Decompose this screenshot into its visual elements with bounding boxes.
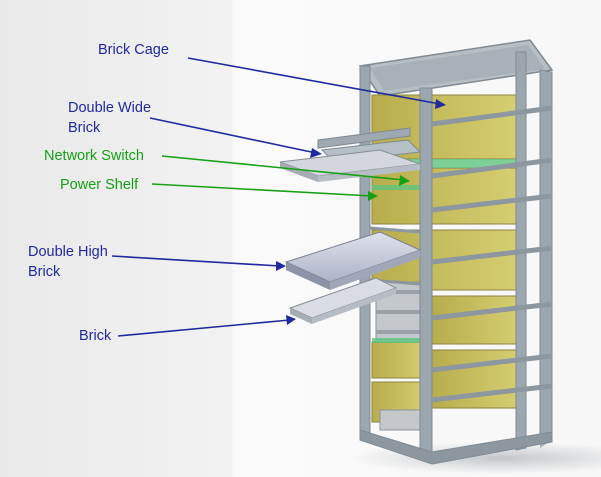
rack-top-vent: [370, 45, 545, 91]
network-switch-slot: [372, 159, 522, 168]
label-double-wide-brick-line2: Brick: [68, 120, 101, 136]
power-shelf-slot: [372, 185, 428, 190]
network-switch-tray: [279, 149, 421, 182]
label-brick: Brick: [79, 328, 112, 344]
leader-lines: [111, 57, 446, 337]
label-double-high-brick-line1: Double High: [28, 244, 108, 260]
brick-tray: [288, 277, 398, 324]
lower-green-slot: [372, 338, 428, 343]
rack-crossbars: [369, 105, 553, 403]
double-high-brick-tray: [284, 231, 422, 290]
label-power-shelf: Power Shelf: [60, 177, 139, 193]
label-network-switch: Network Switch: [44, 148, 144, 164]
label-double-wide-brick-line1: Double Wide: [68, 100, 152, 116]
label-double-high-brick-line2: Brick: [28, 264, 61, 280]
label-brick-cage: Brick Cage: [98, 42, 169, 58]
